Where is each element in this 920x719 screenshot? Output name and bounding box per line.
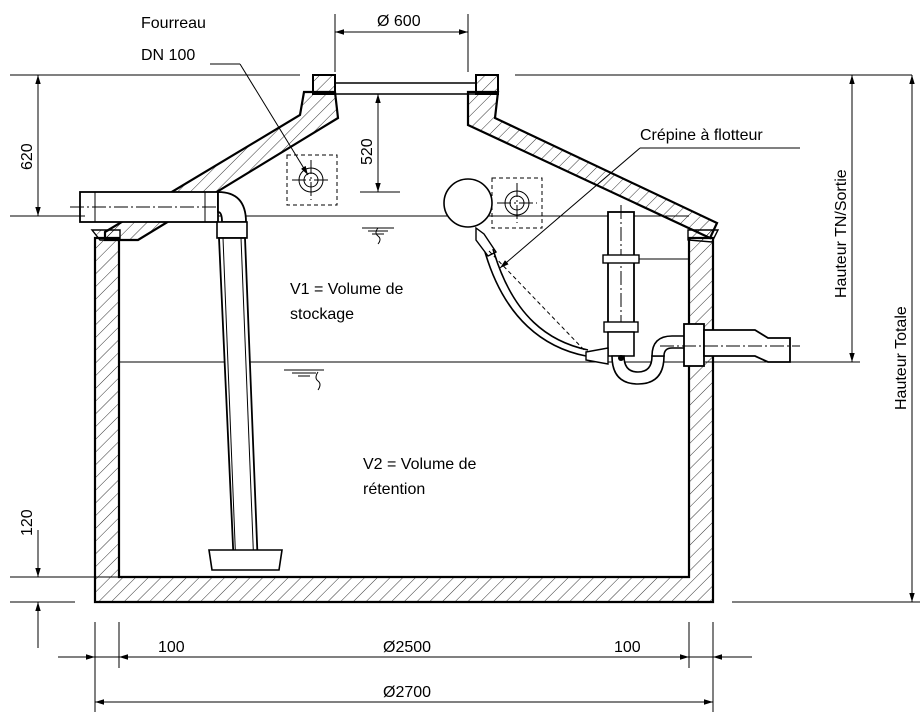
dim-120-label: 120 <box>19 509 36 536</box>
fourreau-label-line2: DN 100 <box>141 47 195 64</box>
suction-hose <box>484 251 587 357</box>
outlet-pipe <box>703 329 791 363</box>
siphon-assembly <box>585 205 800 385</box>
float-strainer <box>443 178 589 357</box>
dim-100-left-label: 100 <box>158 639 185 656</box>
dim-2700-label: Ø2700 <box>383 684 431 701</box>
hauteur-tn-label: Hauteur TN/Sortie <box>833 169 850 298</box>
v1-label-line1: V1 = Volume de <box>290 281 404 298</box>
manhole-collar-right <box>475 74 499 95</box>
water-level-symbol-top <box>362 227 394 245</box>
dim-620-label: 620 <box>19 143 36 170</box>
water-level-symbol-middle <box>284 369 324 391</box>
dim-620 <box>10 75 85 217</box>
manhole-collar-left <box>312 74 336 95</box>
dim-120 <box>10 530 120 648</box>
dim-top-opening <box>334 14 469 72</box>
inlet-calming-basket <box>208 549 283 571</box>
float-ball <box>443 178 493 228</box>
inlet-pipe <box>70 191 283 571</box>
crepine-leader-b <box>499 147 641 269</box>
dim-520-label: 520 <box>359 138 376 165</box>
crepine-label: Crépine à flotteur <box>640 127 763 144</box>
fourreau-symbol-left <box>286 154 338 206</box>
dim-bottom-lines <box>58 622 752 712</box>
v2-label-line2: rétention <box>363 481 425 498</box>
v1-label-line2: stockage <box>290 306 354 323</box>
fourreau-label-line1: Fourreau <box>141 15 206 32</box>
fourreau-leader-b <box>239 63 309 176</box>
dim-hauteur-totale <box>732 75 920 603</box>
fourreau-symbol-right <box>491 177 543 229</box>
dim-520 <box>360 94 400 193</box>
dim-100-right-label: 100 <box>614 639 641 656</box>
v2-label-line1: V2 = Volume de <box>363 456 477 473</box>
top-opening-label: Ø 600 <box>377 13 421 30</box>
hauteur-totale-label: Hauteur Totale <box>893 306 910 410</box>
dim-2500-label: Ø2500 <box>383 639 431 656</box>
